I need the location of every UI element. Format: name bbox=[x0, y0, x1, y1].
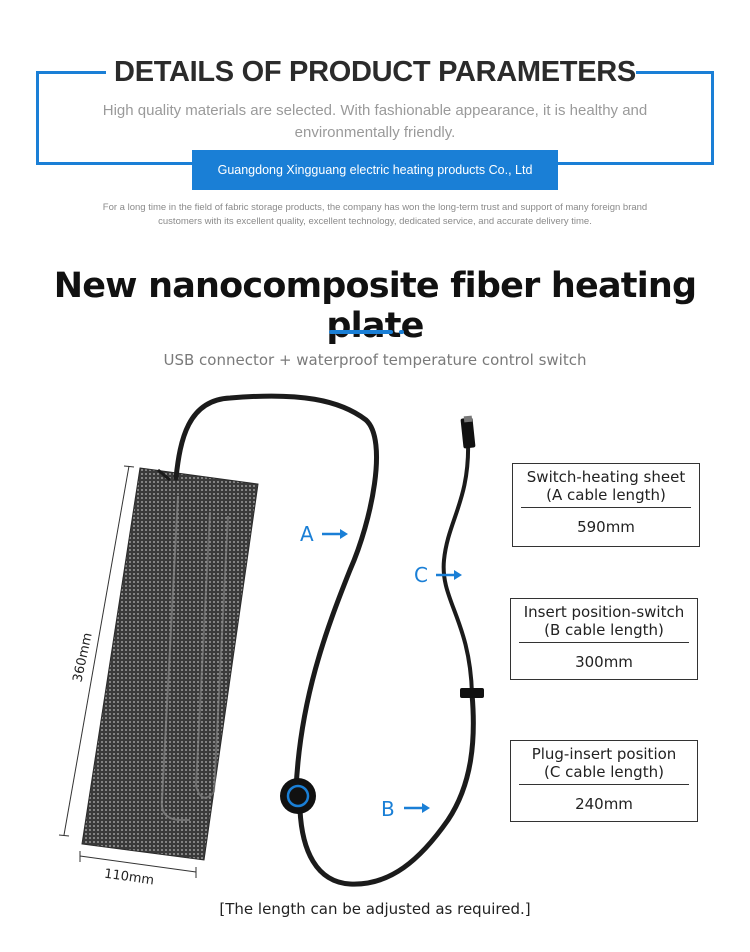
spec-value: 590mm bbox=[577, 518, 635, 536]
label-a: A bbox=[300, 522, 314, 546]
label-c: C bbox=[414, 563, 428, 587]
company-about: For a long time in the field of fabric s… bbox=[102, 202, 648, 227]
spec-value: 300mm bbox=[575, 653, 633, 671]
spec-value: 240mm bbox=[575, 795, 633, 813]
arrow-a-icon bbox=[322, 529, 348, 539]
title-underline-dot bbox=[399, 330, 404, 334]
spec-title: Insert position-switch bbox=[523, 603, 685, 621]
cable-b bbox=[297, 691, 476, 887]
company-banner: Guangdong Xingguang electric heating pro… bbox=[192, 150, 558, 190]
spec-divider bbox=[519, 642, 689, 643]
heating-sheet bbox=[81, 467, 259, 861]
header-frame-top-right bbox=[636, 71, 714, 74]
footer-note: [The length can be adjusted as required.… bbox=[219, 900, 531, 918]
spec-title: Switch-heating sheet bbox=[526, 468, 686, 486]
spec-subtitle: (C cable length) bbox=[544, 763, 664, 781]
temperature-switch bbox=[280, 778, 316, 814]
dimension-lines bbox=[58, 465, 197, 878]
spec-box-c: Plug-insert position (C cable length) 24… bbox=[510, 740, 698, 822]
title-underline bbox=[329, 330, 393, 334]
inline-connector bbox=[460, 688, 484, 698]
spec-subtitle: (A cable length) bbox=[546, 486, 666, 504]
header-title: DETAILS OF PRODUCT PARAMETERS bbox=[114, 56, 636, 88]
label-b: B bbox=[381, 797, 395, 821]
spec-divider bbox=[521, 507, 691, 508]
cable-c bbox=[441, 438, 474, 696]
spec-subtitle: (B cable length) bbox=[544, 621, 664, 639]
spec-divider bbox=[519, 784, 689, 785]
cable-a bbox=[173, 393, 379, 793]
header-subtitle: High quality materials are selected. Wit… bbox=[102, 102, 648, 141]
header-frame-top-left bbox=[36, 71, 106, 74]
product-title: New nanocomposite fiber heating plate bbox=[53, 266, 697, 346]
arrow-c-icon bbox=[436, 570, 462, 580]
spec-box-b: Insert position-switch (B cable length) … bbox=[510, 598, 698, 680]
spec-box-a: Switch-heating sheet (A cable length) 59… bbox=[512, 463, 700, 547]
arrow-b-icon bbox=[404, 803, 430, 813]
product-subtitle: USB connector + waterproof temperature c… bbox=[163, 351, 587, 369]
usb-plug bbox=[460, 415, 476, 449]
spec-title: Plug-insert position bbox=[531, 745, 677, 763]
